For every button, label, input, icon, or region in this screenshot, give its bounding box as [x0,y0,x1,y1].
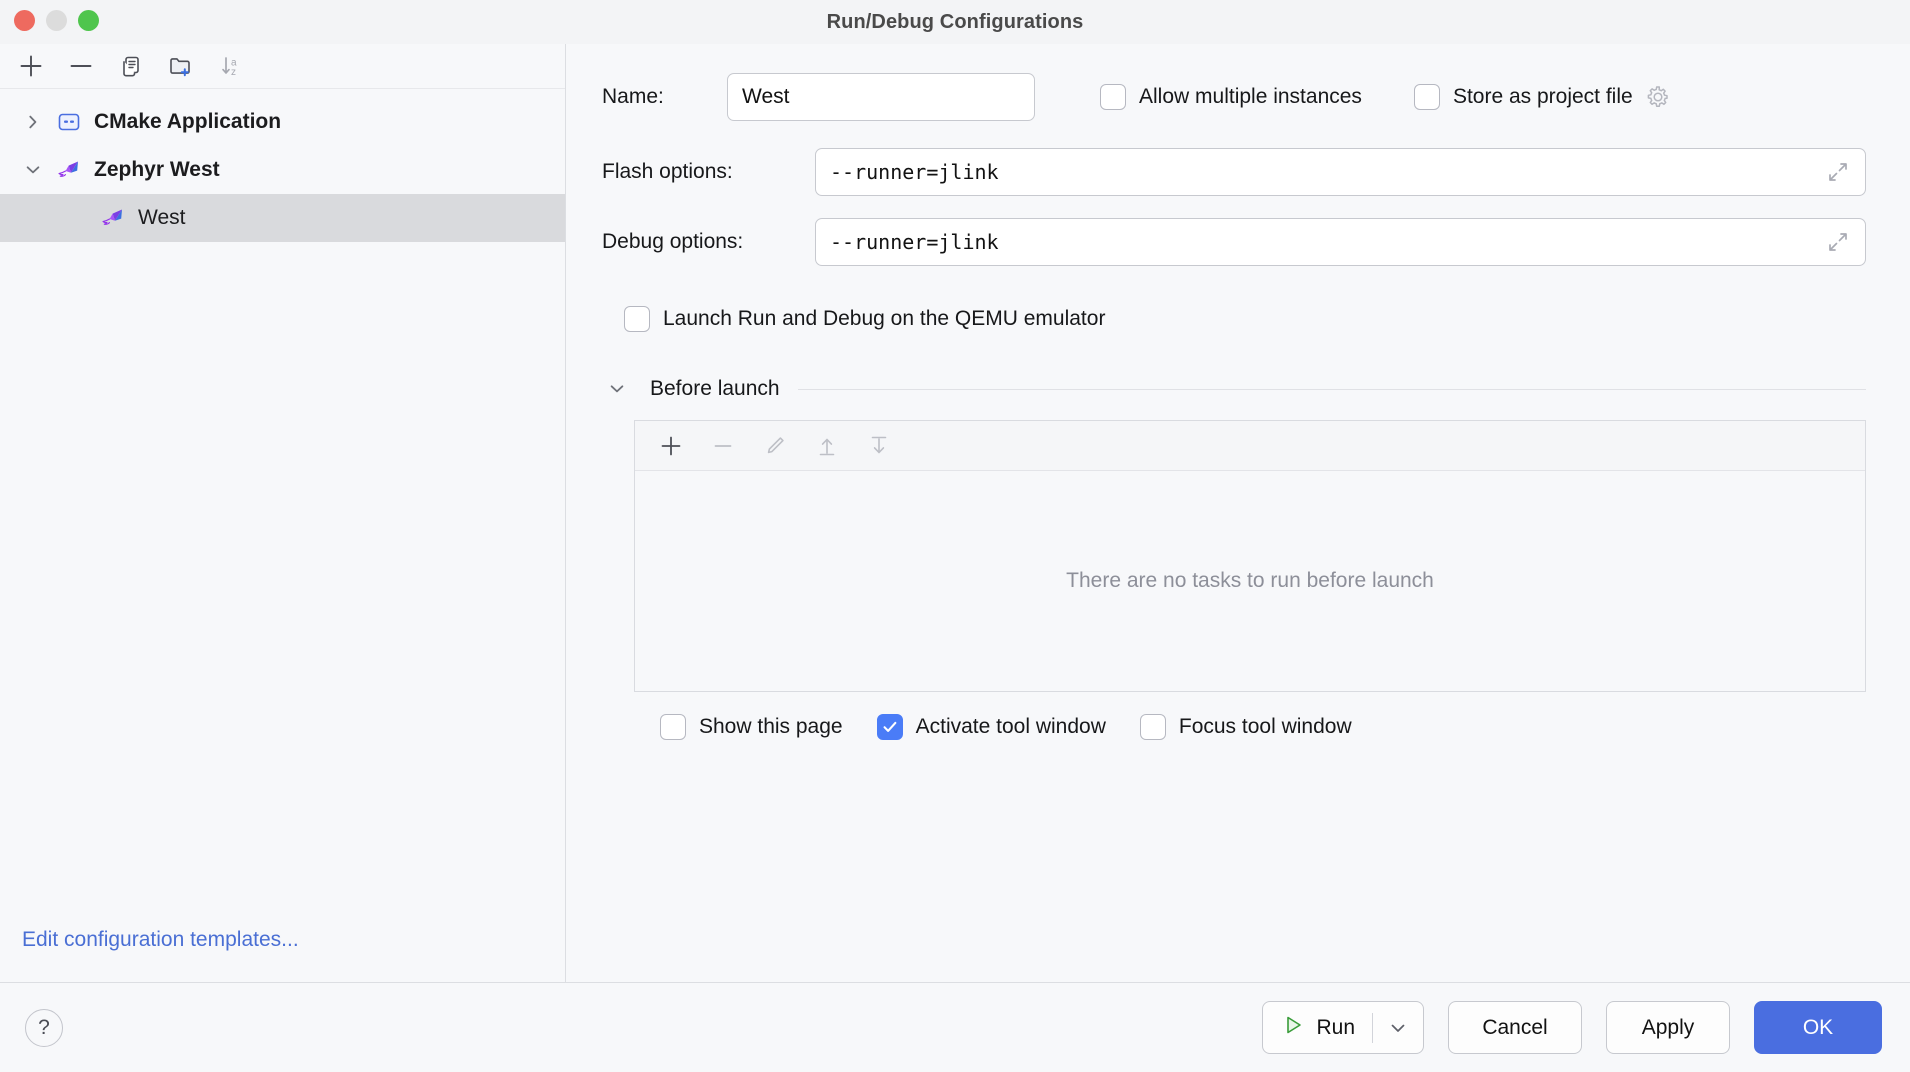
sort-alphabetical-button[interactable]: a z [206,46,256,86]
focus-tool-window-label: Focus tool window [1178,715,1352,738]
remove-task-button[interactable] [697,424,749,468]
before-launch-options: Show this page Activate tool window Focu… [602,714,1866,740]
configuration-editor: Name: West Allow multiple instances Stor… [566,44,1910,982]
play-triangle-icon [1281,1013,1305,1042]
name-input[interactable]: West [727,73,1035,121]
gear-icon[interactable] [1645,84,1671,110]
checkbox-box[interactable] [624,306,650,332]
zephyr-west-icon [54,155,84,185]
minimize-window-button[interactable] [46,10,67,31]
checkbox-box[interactable] [1413,84,1440,110]
before-launch-header[interactable]: Before launch [602,374,1866,404]
zephyr-west-icon [98,203,128,233]
checkbox-box[interactable] [1139,714,1166,740]
cancel-button[interactable]: Cancel [1448,1001,1582,1054]
activate-tool-window-checkbox[interactable]: Activate tool window [876,714,1106,740]
ok-button[interactable]: OK [1754,1001,1882,1054]
tree-item-label: CMake Application [94,110,282,133]
show-this-page-label: Show this page [699,715,843,738]
edit-task-button[interactable] [749,424,801,468]
flash-options-label: Flash options: [602,160,733,183]
qemu-row: Launch Run and Debug on the QEMU emulato… [602,306,1866,332]
debug-options-value: --runner=jlink [830,230,999,254]
window-title: Run/Debug Configurations [826,10,1084,33]
add-task-button[interactable] [645,424,697,468]
chevron-down-icon[interactable] [18,155,48,185]
question-mark-icon: ? [38,1015,50,1039]
qemu-emulator-checkbox[interactable]: Launch Run and Debug on the QEMU emulato… [624,306,1105,332]
new-folder-button[interactable] [156,46,206,86]
help-button[interactable]: ? [25,1008,63,1047]
show-this-page-checkbox[interactable]: Show this page [660,714,843,740]
tree-item-zephyr-west[interactable]: Zephyr West [0,146,565,194]
before-launch-task-panel: There are no tasks to run before launch [634,420,1866,692]
flash-options-row: Flash options: --runner=jlink [602,148,1866,196]
expand-icon[interactable] [1825,159,1851,185]
store-as-project-file-checkbox[interactable]: Store as project file [1413,84,1671,110]
dialog-body: a z [0,44,1910,982]
title-bar: Run/Debug Configurations [0,0,1910,44]
debug-options-label: Debug options: [602,230,744,253]
name-label: Name: [602,85,664,108]
dialog-buttons: Run Cancel Apply OK [1262,1001,1882,1054]
name-row: Name: West Allow multiple instances Stor… [602,72,1866,122]
run-button[interactable]: Run [1262,1001,1424,1054]
dialog-footer: ? Run Cancel Apply OK [0,982,1910,1072]
chevron-right-icon[interactable] [18,107,48,137]
store-as-project-file-label: Store as project file [1452,85,1633,108]
tree-item-cmake-application[interactable]: CMake Application [0,98,565,146]
before-launch-title: Before launch [650,377,780,400]
before-launch-divider [797,388,1866,390]
edit-configuration-templates-link[interactable]: Edit configuration templates... [22,928,299,951]
configurations-sidebar: a z [0,44,566,982]
tree-item-label: West [138,206,186,229]
tree-item-label: Zephyr West [94,158,220,181]
tree-item-west[interactable]: West [0,194,565,242]
remove-configuration-button[interactable] [56,46,106,86]
checkbox-box[interactable] [876,714,903,740]
run-button-dropdown[interactable] [1373,1002,1423,1053]
checkbox-box[interactable] [660,714,686,740]
checkbox-box[interactable] [1100,84,1126,110]
apply-button[interactable]: Apply [1606,1001,1730,1054]
expand-icon[interactable] [1825,229,1851,255]
run-button-label: Run [1316,1015,1355,1039]
sidebar-footer: Edit configuration templates... [0,928,565,982]
move-task-down-button[interactable] [853,424,905,468]
close-window-button[interactable] [14,10,35,31]
zoom-window-button[interactable] [78,10,99,31]
add-configuration-button[interactable] [6,46,56,86]
allow-multiple-instances-label: Allow multiple instances [1139,85,1362,108]
allow-multiple-instances-checkbox[interactable]: Allow multiple instances [1100,84,1362,110]
debug-options-row: Debug options: --runner=jlink [602,218,1866,266]
run-button-separator [1372,1012,1373,1043]
copy-configuration-button[interactable] [106,46,156,86]
debug-options-input[interactable]: --runner=jlink [815,218,1866,266]
configurations-tree[interactable]: CMake Application Z [0,89,565,928]
flash-options-input[interactable]: --runner=jlink [815,148,1866,196]
run-button-main[interactable]: Run [1263,1002,1372,1053]
flash-options-value: --runner=jlink [830,160,999,184]
sidebar-toolbar: a z [0,44,565,89]
cmake-application-icon [54,107,84,137]
move-task-up-button[interactable] [801,424,853,468]
svg-text:z: z [231,67,236,78]
qemu-emulator-label: Launch Run and Debug on the QEMU emulato… [663,307,1106,330]
chevron-down-icon[interactable] [602,374,632,404]
task-empty-message: There are no tasks to run before launch [1066,569,1434,592]
window-traffic-lights [14,10,99,31]
task-toolbar [635,421,1865,471]
activate-tool-window-label: Activate tool window [915,715,1106,738]
svg-text:a: a [231,58,237,69]
focus-tool-window-checkbox[interactable]: Focus tool window [1139,714,1352,740]
